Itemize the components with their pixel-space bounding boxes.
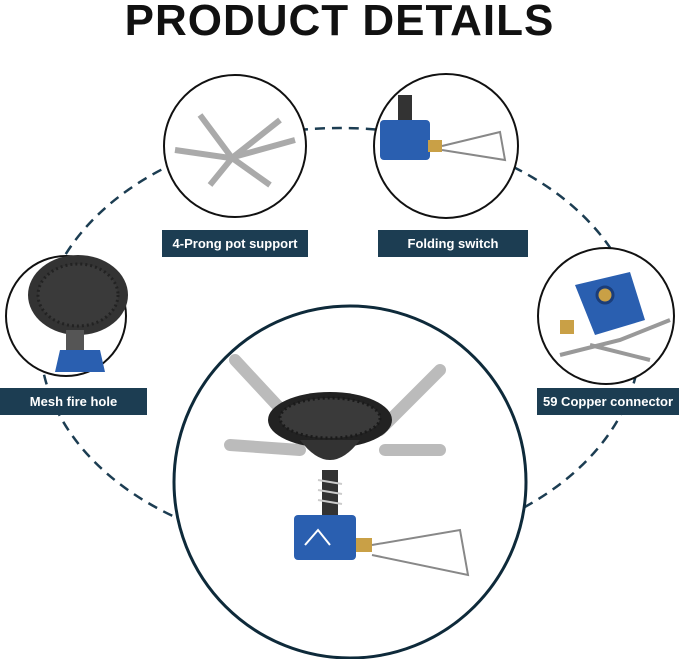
label-copper-connector: 59 Copper connector <box>537 388 679 415</box>
page-title: PRODUCT DETAILS <box>124 0 555 45</box>
label-pot-support: 4-Prong pot support <box>162 230 308 257</box>
copper-connector-detail <box>537 247 675 385</box>
main-stove <box>172 304 528 659</box>
label-mesh-fire-hole: Mesh fire hole <box>0 388 147 415</box>
label-folding-switch: Folding switch <box>378 230 528 257</box>
folding-switch-detail <box>373 73 519 219</box>
mesh-fire-hole-detail <box>5 255 128 377</box>
pot-support-detail <box>163 74 307 218</box>
